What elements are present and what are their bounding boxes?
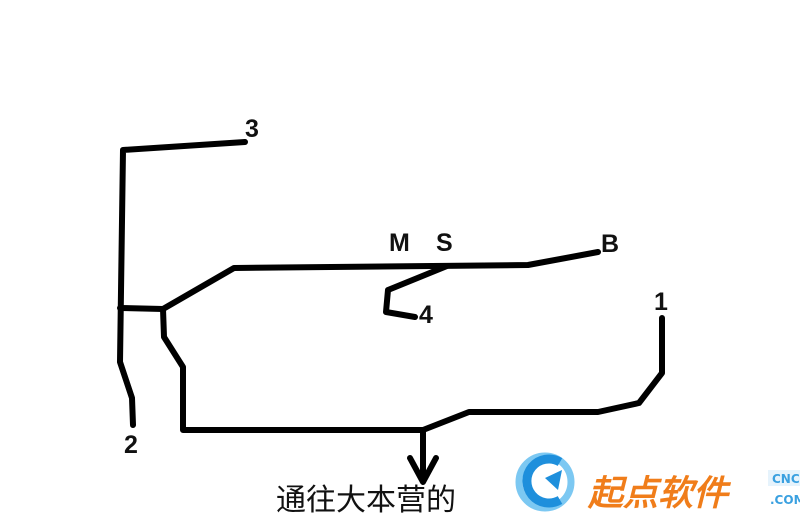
junction-link xyxy=(117,305,166,312)
label-b: B xyxy=(601,230,619,258)
caption-text: 通往大本营的 xyxy=(276,483,456,515)
label-4: 4 xyxy=(419,301,433,329)
watermark-name: 起点软件 xyxy=(587,474,732,514)
watermark-tag-bg xyxy=(768,470,800,486)
route-to-3 xyxy=(117,139,248,428)
watermark-logo-icon xyxy=(515,452,575,512)
label-2: 2 xyxy=(124,431,138,459)
watermark-tag-top: CNC xyxy=(772,472,800,486)
watermark-tag-bottom: .COM xyxy=(770,493,800,507)
label-s: S xyxy=(436,229,453,257)
exit-arrowhead xyxy=(407,455,439,485)
label-m: M xyxy=(389,229,410,257)
route-to-4 xyxy=(383,263,450,320)
route-to-b xyxy=(160,249,601,312)
label-3: 3 xyxy=(245,115,259,143)
label-1: 1 xyxy=(654,288,668,316)
route-to-1 xyxy=(160,306,665,433)
